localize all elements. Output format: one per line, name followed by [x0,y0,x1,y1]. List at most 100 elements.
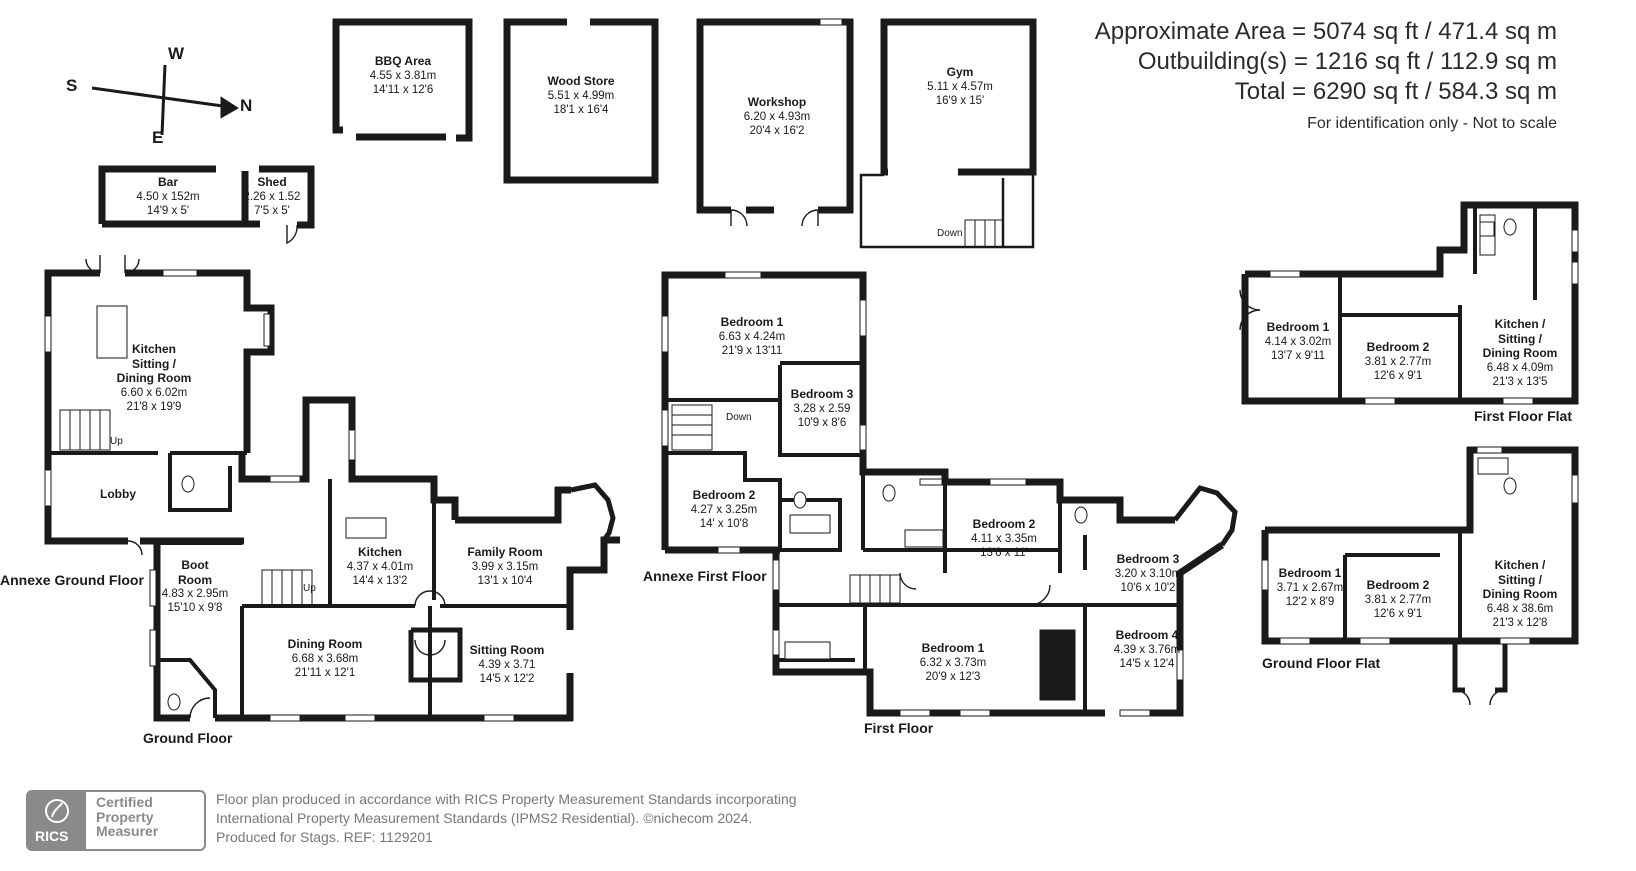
stair-up-ground: Up [303,583,316,594]
label-first-floor-flat: First Floor Flat [1474,408,1572,424]
window [149,569,157,607]
door [899,572,917,590]
toilet [1503,477,1517,495]
stairs-ground [261,569,313,606]
window [269,475,301,483]
door [414,590,446,607]
wood-store-walls [503,18,659,184]
label-annexe-first-floor: Annexe First Floor [643,568,767,584]
toilet [167,693,181,711]
window [1571,474,1579,504]
ground-wc [157,658,217,718]
window [1269,270,1301,278]
ground-main-walls [153,543,190,722]
first-floor-bay [1173,485,1238,547]
label-annexe-ground-floor: Annexe Ground Floor [0,572,144,588]
total-area: Total = 6290 sq ft / 584.3 sq m [1234,78,1557,105]
label-ground-floor-flat: Ground Floor Flat [1262,655,1381,671]
door [85,255,101,274]
bay-window [570,482,616,542]
toilet [181,475,195,493]
stairs-annexe-first [671,404,713,451]
outbuildings-area: Outbuilding(s) = 1216 sq ft / 112.9 sq m [1137,48,1557,75]
kitchen-island [345,517,387,539]
compass-south: S [66,76,78,95]
annexe-first-inner-4 [665,451,782,550]
window [1261,559,1269,591]
stair-treads [69,220,996,605]
toilet [793,491,807,509]
window [859,299,867,337]
rics-certified-badge: RICS Certified Property Measurer [26,790,206,851]
toilet [1074,506,1088,524]
ffflat-walls [1241,201,1579,405]
window [344,714,376,722]
window [44,315,52,353]
gym-walls [880,18,1037,176]
door [189,697,211,719]
window [162,269,198,277]
workshop-walls [696,18,854,214]
door [1489,689,1506,706]
annexe-first-inner-1 [665,398,782,455]
disclaimer: For identification only - Not to scale [1307,115,1557,132]
window [899,709,931,717]
door [124,255,140,274]
stair-down-annexe: Down [726,412,752,423]
window [717,546,741,554]
stair-up-annexe: Up [110,436,123,447]
window [1476,446,1503,454]
gfflat-walls [1261,446,1579,645]
compass-east: E [152,128,164,147]
window [819,18,843,26]
door [1029,584,1051,606]
window [1364,397,1396,405]
window [1279,637,1311,645]
label-ground-floor: Ground Floor [143,730,233,746]
rics-logo: RICS [28,792,86,849]
window [724,271,762,279]
annexe-first-bath [780,498,842,552]
footer-line-1: Floor plan produced in accordance with R… [216,791,797,807]
room-lobby: Lobby [100,487,136,501]
window [1571,229,1579,253]
bar-walls [98,165,216,224]
window [772,559,780,591]
annexe-ground-walls-top [125,269,275,453]
stair-down-gym: Down [937,228,963,239]
ground-chimney [408,627,463,683]
window [348,429,356,461]
window [1499,637,1531,645]
label-first-floor: First Floor [864,720,934,736]
window [269,714,301,722]
compass-needle [91,64,239,136]
door [730,209,748,227]
annexe-first-inner-3 [778,365,863,457]
bath [904,529,944,548]
door [286,224,298,245]
gfflat-porch [1452,641,1465,693]
compass-west: W [168,44,185,63]
footer-line-2: International Property Measurement Stand… [216,809,753,826]
stairs-gym [964,219,1004,248]
gym-terrace [859,173,1035,249]
certified-property-measurer: Certified Property Measurer [96,794,159,840]
annexe-ground-walls [44,269,128,545]
